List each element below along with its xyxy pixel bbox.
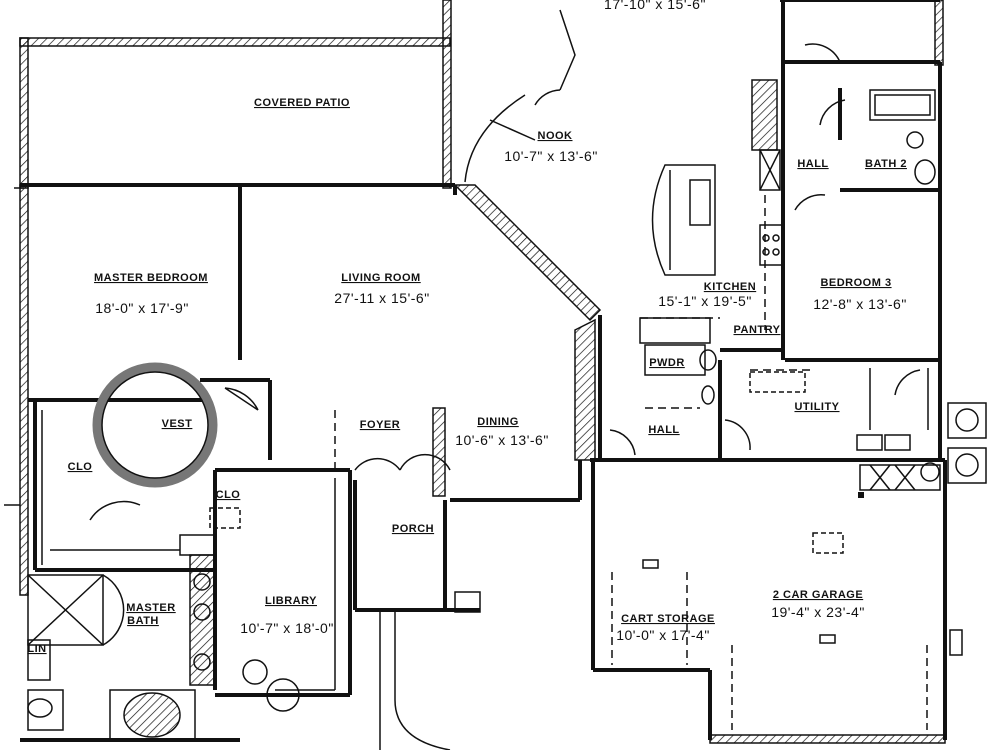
bedroom-wing	[780, 0, 944, 460]
vestibule-area	[92, 362, 272, 488]
garage-dimensions: 19'-4" x 23'-4"	[771, 604, 865, 620]
vest-label: VEST	[162, 418, 193, 430]
master-bedroom-area	[4, 184, 242, 596]
pantry-label: PANTRY	[734, 324, 781, 336]
utility-label: UTILITY	[794, 401, 839, 413]
top-room-dimensions: 17'-10" x 15'-6"	[604, 0, 706, 12]
porch-label: PORCH	[392, 523, 434, 535]
dining-dimensions: 10'-6" x 13'-6"	[455, 432, 549, 448]
bath-2-label: BATH 2	[865, 158, 907, 170]
library-label: LIBRARY	[265, 595, 317, 607]
master-bedroom-label: MASTER BEDROOM	[94, 272, 208, 284]
nook-dimensions: 10'-7" x 13'-6"	[504, 148, 598, 164]
master-bath-label-line1: MASTER	[126, 602, 175, 614]
living-room-dimensions: 27'-11 x 15'-6"	[334, 290, 429, 306]
pwdr-label: PWDR	[649, 357, 685, 369]
covered-patio-area	[19, 0, 455, 189]
cart-storage-label: CART STORAGE	[621, 613, 715, 625]
covered-patio-label: COVERED PATIO	[254, 97, 350, 109]
service-area	[598, 315, 987, 484]
linen-label: LIN	[27, 643, 46, 655]
bedroom-3-label: BEDROOM 3	[820, 277, 891, 289]
foyer-label: FOYER	[360, 419, 400, 431]
nook-dining-wall	[450, 9, 602, 502]
cart-storage-dimensions: 10'-0" x 17'-4"	[616, 627, 710, 643]
master-bath-label-line2: BATH	[127, 615, 159, 627]
dining-label: DINING	[477, 416, 519, 428]
library-dimensions: 10'-7" x 18'-0"	[240, 620, 334, 636]
living-room-label: LIVING ROOM	[341, 272, 420, 284]
kitchen-dimensions: 15'-1" x 19'-5"	[658, 293, 752, 309]
library-area	[215, 468, 352, 712]
living-room-area	[334, 185, 481, 750]
hall-mid-label: HALL	[648, 424, 679, 436]
master-bath-area	[20, 400, 241, 742]
nook-label: NOOK	[538, 130, 573, 142]
bedroom-3-dimensions: 12'-8" x 13'-6"	[813, 296, 907, 312]
kitchen-label: KITCHEN	[704, 281, 756, 293]
master-bedroom-dimensions: 18'-0" x 17'-9"	[95, 300, 189, 316]
closet-mid-label: CLO	[216, 489, 241, 501]
closet-left-label: CLO	[68, 461, 93, 473]
garage-area	[590, 458, 963, 744]
garage-label: 2 CAR GARAGE	[773, 589, 863, 601]
hall-top-label: HALL	[797, 158, 828, 170]
